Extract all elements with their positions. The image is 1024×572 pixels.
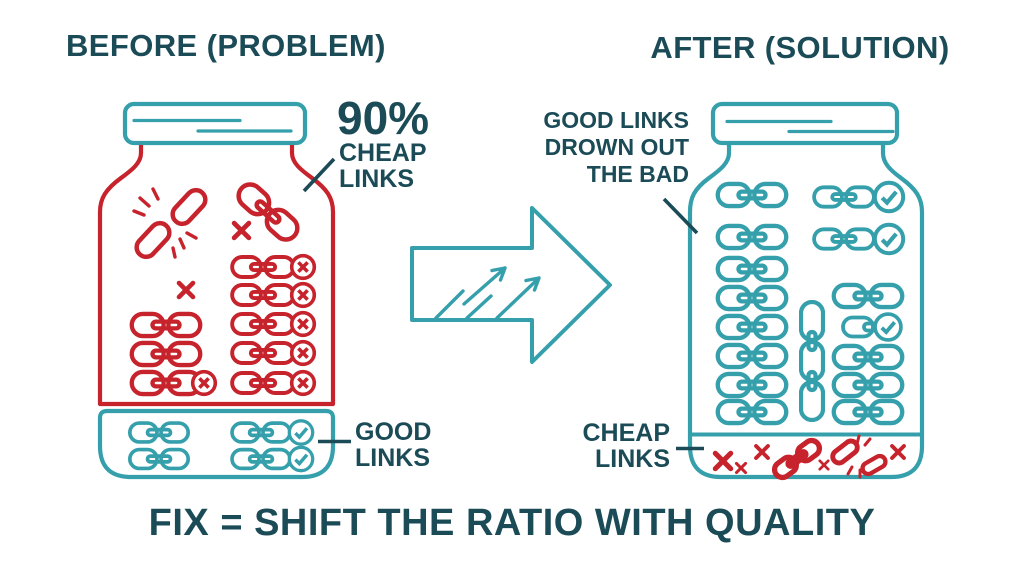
chain-link-icon [718, 184, 786, 206]
chain-link-icon [232, 314, 294, 334]
check-badge-icon [873, 312, 903, 342]
arrow-right-icon [410, 206, 612, 364]
check-badge-icon [875, 225, 903, 253]
chain-link-icon [814, 187, 874, 206]
burst-lines [132, 187, 198, 259]
x-mark-icon [179, 283, 193, 297]
chain-link-icon [718, 258, 786, 280]
chain-link-icon [169, 186, 209, 227]
cheap-links-right-column [232, 253, 317, 397]
x-badge-icon [190, 369, 218, 397]
good-links-label: GOOD LINKS [355, 418, 432, 472]
chain-link-icon [718, 226, 786, 248]
growth-arrow-icon [462, 266, 507, 306]
before-jar [97, 101, 336, 480]
chain-link-icon [127, 421, 191, 444]
chain-link-icon [132, 314, 200, 336]
chain-link-icon [718, 374, 786, 396]
broken-link-icon [133, 186, 209, 260]
before-title: BEFORE (PROBLEM) [66, 28, 386, 63]
tray-outline [97, 408, 336, 480]
chain-link-icon [232, 285, 294, 305]
chain-diagonal-icon [771, 437, 822, 480]
check-badge-icon [287, 419, 315, 446]
jar-lid-icon [122, 101, 308, 146]
jar-body-outline [687, 145, 925, 480]
chain-link-icon [860, 454, 887, 476]
arrow-outline [410, 206, 612, 364]
check-badge-icon [287, 445, 315, 473]
chain-link-icon [230, 447, 292, 471]
jar-body-outline [97, 145, 336, 407]
drown-out-pointer-line [662, 197, 699, 235]
x-badge-icon [289, 369, 317, 397]
check-badge-icon [875, 183, 903, 211]
x-mark-icon [234, 223, 249, 238]
chain-link-icon [232, 257, 294, 277]
x-badge-icon [289, 253, 317, 281]
x-mark-icon [818, 459, 830, 471]
chain-link-icon [132, 372, 200, 394]
chain-link-icon [830, 438, 860, 465]
chain-link-icon [814, 229, 874, 248]
chain-link-icon [718, 287, 786, 309]
after-title: AFTER (SOLUTION) [650, 30, 950, 65]
chain-link-icon [718, 316, 786, 338]
chain-link-icon [133, 219, 173, 260]
good-links-left-column [718, 184, 786, 423]
chain-link-icon [230, 421, 292, 444]
x-mark-icon [715, 453, 730, 468]
growth-arrow-icon [495, 276, 541, 320]
cheap-links-left-column [132, 314, 218, 397]
x-badge-icon [289, 339, 317, 367]
footer-headline: FIX = SHIFT THE RATIO WITH QUALITY [148, 502, 876, 544]
chain-vertical-icon [801, 302, 823, 420]
x-mark-icon [890, 444, 906, 460]
chain-link-icon [232, 343, 294, 363]
chain-link-icon [834, 374, 902, 396]
x-mark-icon [734, 461, 748, 475]
jar-lid-icon [710, 101, 900, 146]
lid-outline [710, 101, 900, 146]
chain-link-icon [718, 345, 786, 367]
chain-link-icon [232, 373, 294, 393]
chain-link-icon [718, 401, 786, 423]
chain-link-icon [841, 315, 875, 339]
cheap-percent-label: 90% [337, 92, 430, 144]
cheap-links-label: CHEAP LINKS [339, 139, 427, 193]
chain-link-icon [771, 437, 822, 480]
chain-link-icon [132, 343, 200, 365]
chain-link-icon [834, 346, 902, 368]
x-badge-icon [289, 310, 317, 338]
cheap-links-sediment [715, 434, 906, 481]
cheap-links-after-label: CHEAP LINKS [582, 419, 670, 473]
good-links-tray [97, 408, 336, 480]
chain-link-icon [127, 447, 191, 471]
good-links-right-column [814, 183, 903, 423]
lid-outline [122, 101, 308, 146]
cheap-links-pointer-line [302, 157, 336, 193]
after-jar [687, 101, 925, 481]
good-links-drown-label: GOOD LINKS DROWN OUT THE BAD [543, 107, 689, 187]
x-badge-icon [289, 281, 317, 309]
burst-lines [846, 434, 872, 479]
callout-lines [302, 157, 704, 451]
broken-link-icon [830, 434, 887, 479]
chain-link-icon [834, 285, 902, 307]
x-mark-icon [754, 444, 770, 460]
shine-lines [434, 289, 493, 320]
chain-link-icon [834, 401, 902, 423]
